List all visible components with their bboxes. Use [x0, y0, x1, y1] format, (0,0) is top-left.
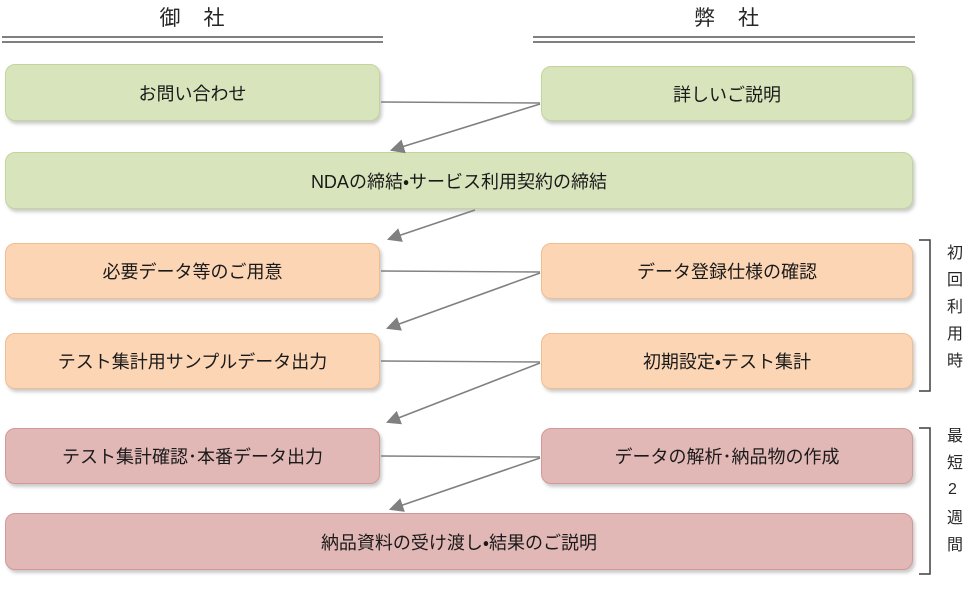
step-analysis: データの解析･納品物の作成 — [541, 428, 913, 484]
annotation-duration: 最短2週間 — [944, 427, 961, 563]
step-nda-contract: NDAの締結・サービス利用契約の締結 — [5, 152, 913, 209]
arrow-spec-to-sample — [385, 272, 541, 331]
column-header-your-company: 御 社 — [159, 7, 226, 30]
arrow-explanation-to-nda — [389, 103, 541, 154]
column-header-our-company: 弊 社 — [694, 7, 760, 30]
step-spec-check: データ登録仕様の確認 — [541, 243, 913, 299]
header-underline-left — [2, 36, 383, 43]
step-inquiry: お問い合わせ — [5, 64, 380, 121]
connector-inquiry-explanation — [380, 101, 541, 104]
step-test-confirm: テスト集計確認･本番データ出力 — [5, 428, 380, 484]
header-underline-right — [533, 36, 915, 43]
arrow-nda-to-prepare-data — [386, 209, 476, 242]
bracket-first-use — [919, 239, 931, 392]
arrow-setup-to-confirm — [385, 362, 541, 425]
arrow-analysis-to-delivery — [388, 457, 541, 512]
connector-sample-setup — [380, 360, 541, 363]
connector-confirm-analysis — [380, 455, 541, 458]
annotation-first-use: 初回利用時 — [944, 244, 961, 379]
bracket-duration — [919, 427, 931, 575]
step-prepare-data: 必要データ等のご用意 — [5, 243, 380, 299]
step-delivery: 納品資料の受け渡し・結果のご説明 — [5, 513, 913, 570]
step-sample-output: テスト集計用サンプルデータ出力 — [5, 333, 380, 389]
step-initial-setup: 初期設定・テスト集計 — [541, 333, 913, 389]
connector-prepare-spec — [380, 270, 541, 273]
step-explanation: 詳しいご説明 — [541, 66, 913, 121]
